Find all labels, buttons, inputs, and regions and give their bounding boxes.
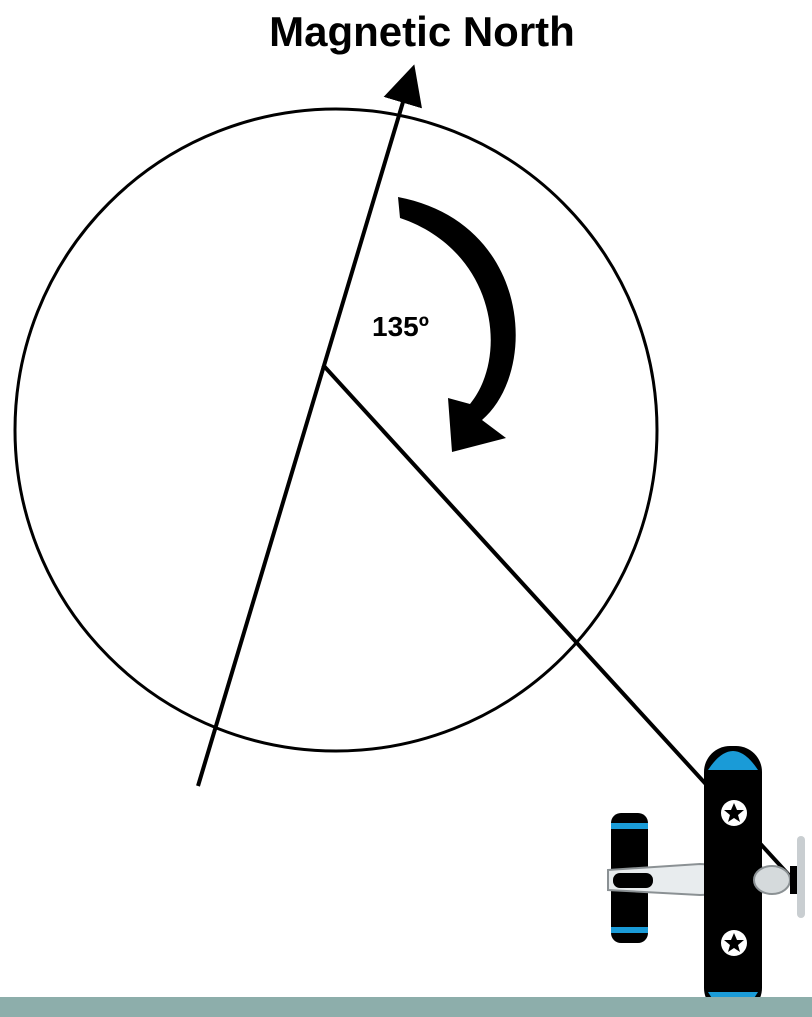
airplane-icon [608,746,805,1014]
heading-angle-label: 135º [372,311,429,343]
magnetic-north-label: Magnetic North [0,8,812,56]
compass-circle [15,109,657,751]
footer-bar [0,997,812,1017]
